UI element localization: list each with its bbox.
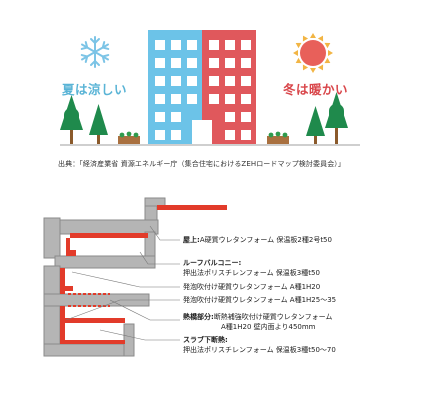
window [155, 130, 165, 140]
insulation-section-diagram [43, 197, 227, 357]
window [225, 40, 235, 50]
window [155, 40, 165, 50]
sun-icon [293, 33, 333, 73]
window [225, 94, 235, 104]
window [241, 130, 251, 140]
tree-right-1 [306, 106, 325, 144]
window [187, 94, 197, 104]
tree-right-2 [325, 92, 348, 144]
window [241, 94, 251, 104]
label-foam2: 発泡吹付け硬質ウレタンフォーム A種1H25～35 [183, 296, 336, 306]
window [171, 58, 181, 68]
window [209, 58, 219, 68]
window [225, 130, 235, 140]
window [225, 112, 235, 122]
window [171, 94, 181, 104]
label-balcony-head: ルーフバルコニー: [183, 259, 242, 267]
label-foam1-text: 発泡吹付け硬質ウレタンフォーム A種1H20 [183, 283, 321, 291]
window [155, 112, 165, 122]
label-foam2-text: 発泡吹付け硬質ウレタンフォーム A種1H25～35 [183, 296, 337, 304]
window [155, 76, 165, 86]
window [241, 58, 251, 68]
window [171, 40, 181, 50]
winter-caption: 冬は暖かい [283, 82, 349, 97]
window [187, 58, 197, 68]
label-rooftop: 屋上:A硬質ウレタンフォーム 保温板2種2号t50 [183, 236, 332, 246]
window [155, 94, 165, 104]
tree-left-1 [60, 95, 83, 144]
window [155, 58, 165, 68]
label-slab-head: スラブ下断熱: [183, 336, 228, 344]
building-illustration [60, 30, 360, 146]
tree-left-2 [89, 104, 108, 144]
window [241, 76, 251, 86]
window [241, 40, 251, 50]
summer-caption: 夏は涼しい [62, 82, 128, 97]
source-citation: 出典：「経済産業省 資源エネルギー庁（集合住宅におけるZEHロードマップ検討委員… [58, 160, 346, 168]
label-thermal: 熱橋部分:断熱補強吹付け硬質ウレタンフォーム A種1H20 壁内面より450mm [183, 313, 332, 332]
label-slab-text: 押出法ポリスチレンフォーム 保温板3種t50～70 [183, 345, 336, 354]
label-rooftop-head: 屋上: [183, 236, 200, 244]
label-balcony-text: 押出法ポリスチレンフォーム 保温板3種t50 [183, 268, 320, 277]
label-slab: スラブ下断熱: 押出法ポリスチレンフォーム 保温板3種t50～70 [183, 336, 336, 355]
window [225, 58, 235, 68]
window [225, 76, 235, 86]
snowflake-icon [80, 36, 110, 68]
window [241, 112, 251, 122]
planter-right [267, 131, 289, 144]
label-thermal-head: 熱橋部分: [183, 313, 214, 321]
window [209, 40, 219, 50]
label-foam1: 発泡吹付け硬質ウレタンフォーム A種1H20 [183, 283, 320, 293]
label-balcony: ルーフバルコニー: 押出法ポリスチレンフォーム 保温板3種t50 [183, 259, 320, 278]
window [187, 40, 197, 50]
label-rooftop-text: A硬質ウレタンフォーム 保温板2種2号t50 [199, 236, 332, 244]
window [171, 76, 181, 86]
window [171, 130, 181, 140]
window [209, 76, 219, 86]
label-thermal-line2: A種1H20 壁内面より450mm [221, 322, 316, 331]
planter-left [118, 131, 140, 144]
window [187, 76, 197, 86]
apartment-building [148, 30, 256, 145]
window [171, 112, 181, 122]
label-thermal-text: 断熱補強吹付け硬質ウレタンフォーム [213, 313, 333, 321]
window [209, 94, 219, 104]
